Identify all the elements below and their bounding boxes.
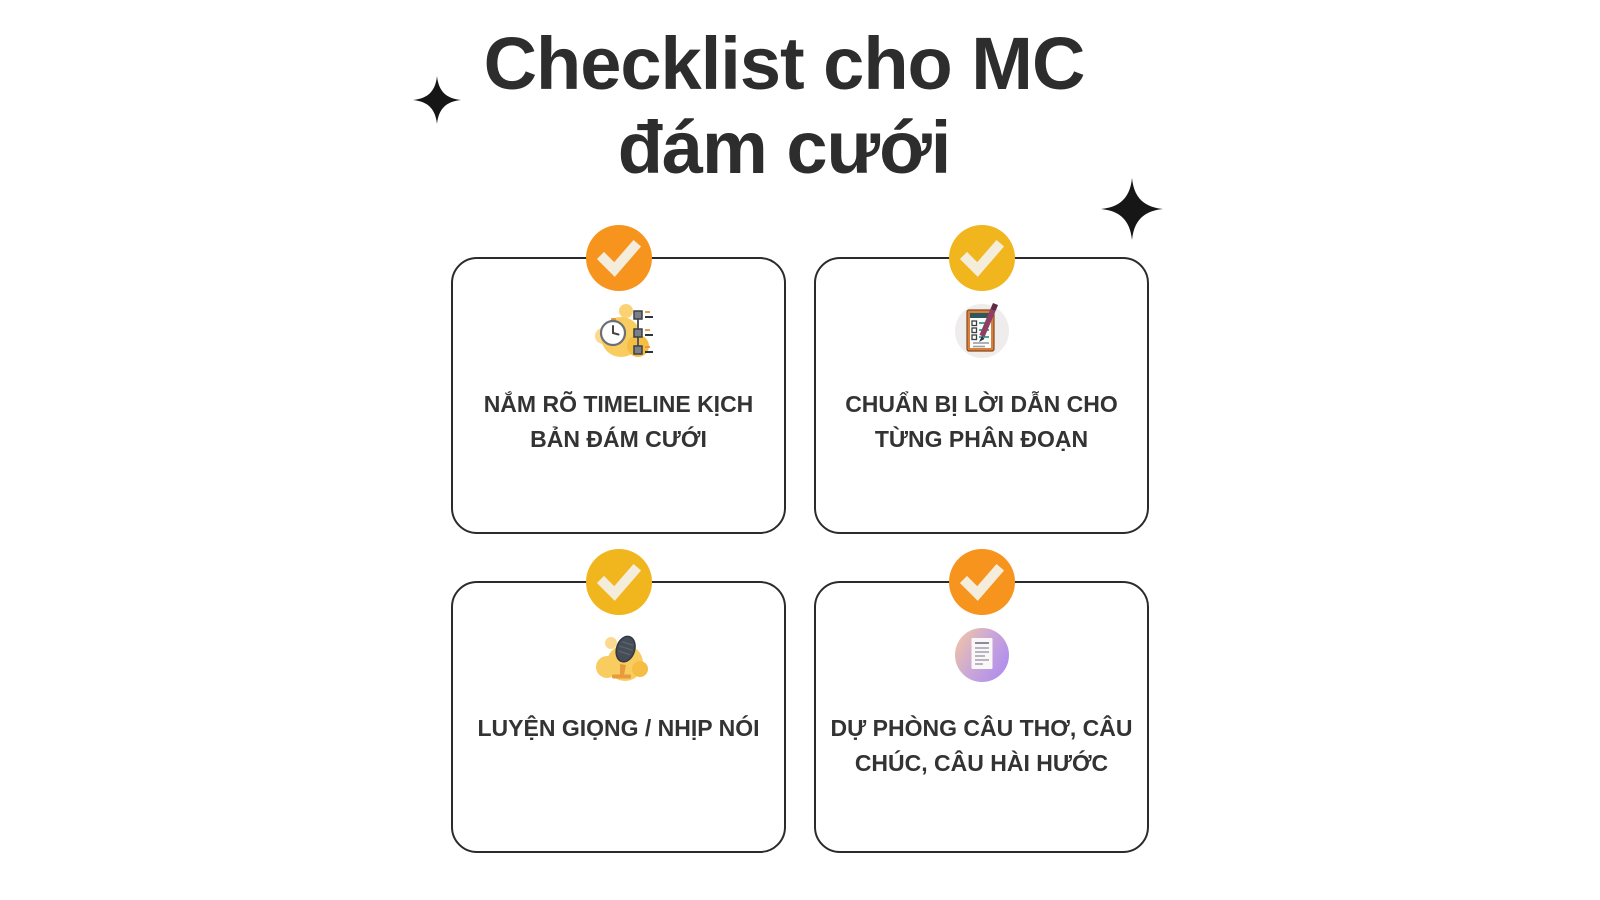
microphone-icon bbox=[583, 619, 655, 691]
checkmark-icon bbox=[959, 563, 1004, 601]
checkmark-icon bbox=[596, 239, 641, 277]
sparkle-star-icon bbox=[413, 76, 461, 124]
check-badge bbox=[948, 225, 1015, 291]
checkmark-icon bbox=[959, 239, 1004, 277]
checklist-card-backup-lines: DỰ PHÒNG CÂU THƠ, CÂU CHÚC, CÂU HÀI HƯỚC bbox=[814, 549, 1149, 853]
card-label: LUYỆN GIỌNG / NHỊP NÓI bbox=[477, 715, 760, 741]
timeline-clock-icon bbox=[583, 295, 655, 367]
page-title-line2: đám cưới bbox=[617, 106, 952, 189]
card-label: NẮM RÕ TIMELINE KỊCH BẢN ĐÁM CƯỚI bbox=[483, 391, 754, 452]
page-title-line1: Checklist cho MC bbox=[483, 22, 1086, 105]
checklist-card-script: CHUẨN BỊ LỜI DẪN CHO TỪNG PHÂN ĐOẠN bbox=[814, 225, 1149, 534]
checkmark-icon bbox=[596, 563, 641, 601]
check-badge bbox=[585, 225, 652, 291]
checklist-card-timeline: NẮM RÕ TIMELINE KỊCH BẢN ĐÁM CƯỚI bbox=[451, 225, 786, 534]
check-badge bbox=[948, 549, 1015, 615]
document-icon bbox=[946, 619, 1018, 691]
sparkle-star-icon bbox=[1101, 178, 1163, 240]
checklist-card-voice: LUYỆN GIỌNG / NHỊP NÓI bbox=[451, 549, 786, 853]
card-label: DỰ PHÒNG CÂU THƠ, CÂU CHÚC, CÂU HÀI HƯỚC bbox=[830, 715, 1133, 776]
clipboard-pen-icon bbox=[946, 295, 1018, 367]
check-badge bbox=[585, 549, 652, 615]
card-label: CHUẨN BỊ LỜI DẪN CHO TỪNG PHÂN ĐOẠN bbox=[845, 391, 1118, 452]
